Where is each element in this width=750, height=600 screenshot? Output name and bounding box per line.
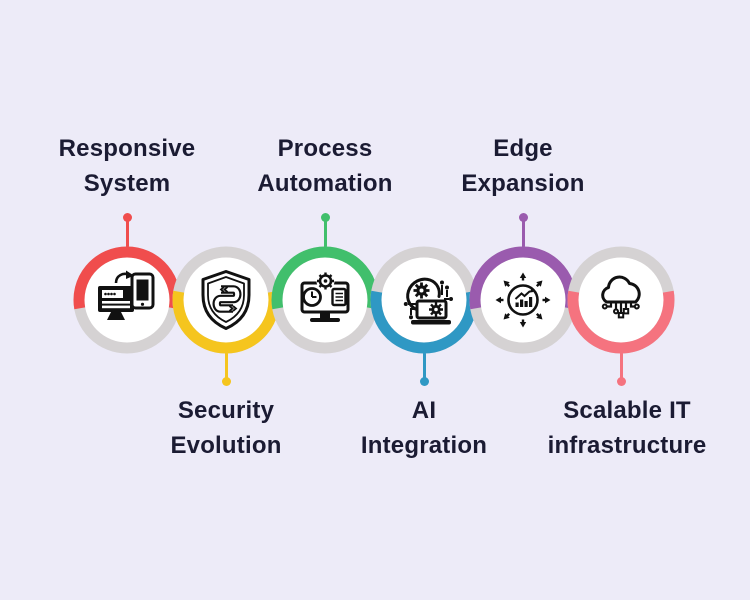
connector-stem — [422, 352, 426, 379]
step-label: Responsive System — [58, 135, 196, 197]
ai-head-gear-icon — [403, 277, 453, 325]
connector-dot — [518, 213, 528, 222]
connector-stem — [224, 352, 228, 379]
connector-dot — [320, 213, 330, 222]
step-edge-expansion: Edge Expansion — [461, 0, 584, 600]
connector-stem — [619, 352, 623, 379]
connector-stem — [521, 219, 525, 248]
cloud-network-icon — [601, 275, 641, 319]
step-label: Edge Expansion — [461, 135, 585, 197]
connector-stem — [323, 219, 327, 248]
security-evolution-shield-icon — [201, 270, 251, 330]
connector-dot — [616, 377, 626, 386]
step-process-automation: Process Automation — [257, 0, 392, 600]
progress-ring — [271, 246, 379, 354]
step-label: Security Evolution — [170, 397, 282, 459]
connector-dot — [221, 377, 231, 386]
step-scalable-it-infrastructure: Scalable IT infrastructure — [548, 0, 706, 600]
step-label: AI Integration — [360, 397, 488, 459]
step-responsive-system: Responsive System — [59, 0, 195, 600]
process-automation-monitor-icon — [300, 272, 350, 322]
step-label: Process Automation — [257, 135, 393, 197]
step-ai-integration: AI Integration — [361, 0, 487, 600]
expansion-chart-arrows-icon — [494, 272, 552, 329]
step-label: Scalable IT infrastructure — [547, 397, 707, 459]
connector-stem — [125, 219, 129, 248]
progress-ring — [567, 246, 675, 354]
connector-dot — [122, 213, 132, 222]
step-security-evolution: Security Evolution — [170, 0, 281, 600]
responsive-devices-icon — [98, 270, 155, 320]
connector-dot — [419, 377, 429, 386]
